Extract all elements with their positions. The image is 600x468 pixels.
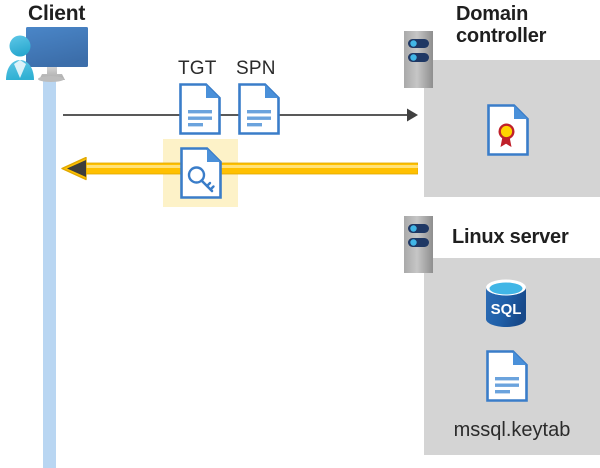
- response-arrow: [60, 156, 419, 181]
- keytab-document-icon: [486, 350, 528, 402]
- client-computer-user-icon: [4, 24, 104, 84]
- client-lifeline: [43, 74, 56, 468]
- linux-server-server-icon: [404, 216, 433, 273]
- tgt-document-icon: [179, 83, 221, 135]
- linux-server-title: Linux server: [452, 226, 569, 248]
- spn-label: SPN: [236, 58, 276, 79]
- certificate-document-icon: [487, 104, 529, 156]
- domain-controller-title-line1: Domain: [456, 3, 529, 25]
- domain-controller-title-line2: controller: [456, 25, 547, 48]
- request-arrow: [63, 107, 418, 123]
- domain-controller-server-icon: [404, 31, 433, 88]
- keytab-filename-label: mssql.keytab: [453, 419, 571, 441]
- svg-text:SQL: SQL: [491, 301, 522, 318]
- tgt-label: TGT: [178, 58, 217, 79]
- sql-database-icon: SQL: [483, 278, 529, 328]
- domain-controller-title: Domain controller: [456, 3, 596, 48]
- spn-document-icon: [238, 83, 280, 135]
- key-document-icon: [180, 147, 222, 199]
- client-title: Client: [28, 2, 86, 25]
